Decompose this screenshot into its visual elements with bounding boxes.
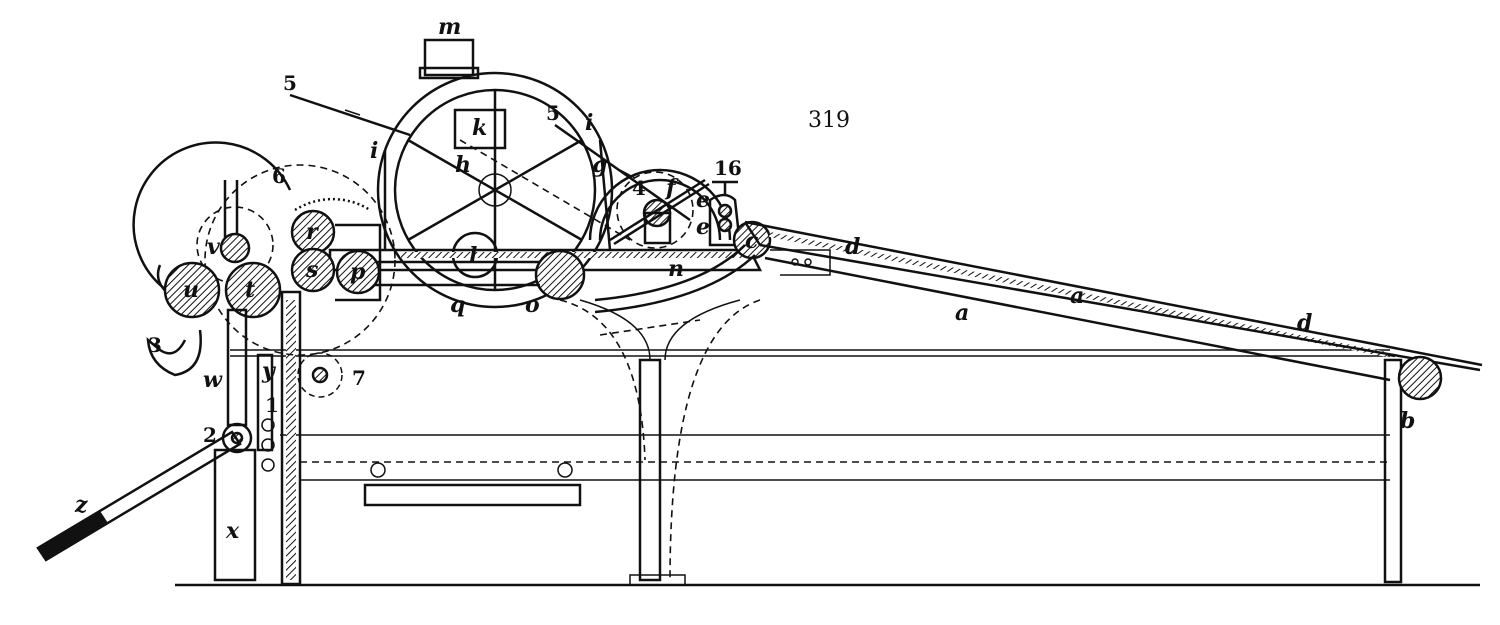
label-v: v — [207, 234, 220, 260]
machine-frame — [175, 290, 1480, 587]
label-b: b — [1400, 408, 1415, 434]
label-q: q — [450, 292, 465, 318]
label-t: t — [245, 277, 255, 303]
label-c: c — [745, 228, 759, 254]
feed-apron — [743, 220, 1483, 401]
label-x: x — [225, 518, 240, 544]
label-m: m — [438, 14, 461, 40]
slide-bar — [363, 483, 582, 507]
label-z: z — [74, 492, 88, 518]
label-s: s — [305, 257, 318, 283]
roller-s — [290, 247, 336, 293]
roller-o — [534, 249, 586, 301]
label-o: o — [525, 292, 540, 318]
label-w: w — [203, 367, 223, 393]
label-16: 16 — [714, 156, 742, 180]
weight-box-x — [213, 448, 257, 582]
label-d-lower: d — [1297, 310, 1312, 336]
label-k: k — [472, 115, 487, 141]
label-7: 7 — [352, 366, 366, 390]
label-u: u — [183, 277, 199, 303]
doffer-assembly — [132, 141, 396, 398]
label-a-lower: a — [955, 300, 969, 326]
roller-t — [224, 261, 282, 319]
front-leg — [280, 290, 302, 586]
label-4: 4 — [632, 176, 646, 200]
label-1: 1 — [265, 393, 279, 417]
middle-leg — [638, 358, 662, 582]
label-d-upper: d — [845, 234, 860, 260]
label-5-left: 5 — [283, 71, 297, 95]
belt-5-right — [554, 123, 691, 222]
label-2: 2 — [203, 423, 217, 447]
handle-z — [36, 430, 242, 562]
label-e1: e — [696, 187, 710, 213]
roller-u — [163, 261, 221, 319]
chimney-m — [423, 38, 475, 77]
label-n: n — [668, 256, 684, 282]
label-i-right: i — [585, 110, 593, 136]
label-i-left: i — [370, 138, 378, 164]
label-3: 3 — [148, 333, 162, 357]
label-5-right: 5 — [546, 101, 560, 125]
label-f: f — [664, 175, 679, 201]
label-p: p — [350, 259, 366, 285]
label-e2: e — [696, 214, 710, 240]
label-a-upper: a — [1070, 283, 1084, 309]
box-k — [453, 108, 507, 150]
lever-system — [36, 308, 275, 582]
roller-v — [219, 232, 251, 264]
label-g: g — [592, 152, 607, 178]
belt-5-left — [289, 93, 411, 137]
page-number: 319 — [808, 108, 850, 133]
rear-leg — [1383, 358, 1403, 584]
label-r: r — [306, 219, 319, 245]
label-h: h — [455, 152, 471, 178]
label-y: y — [261, 358, 277, 384]
roller-b — [1397, 355, 1443, 401]
label-6: 6 — [272, 164, 286, 188]
label-l: l — [469, 243, 477, 269]
wheel-g — [588, 168, 732, 249]
